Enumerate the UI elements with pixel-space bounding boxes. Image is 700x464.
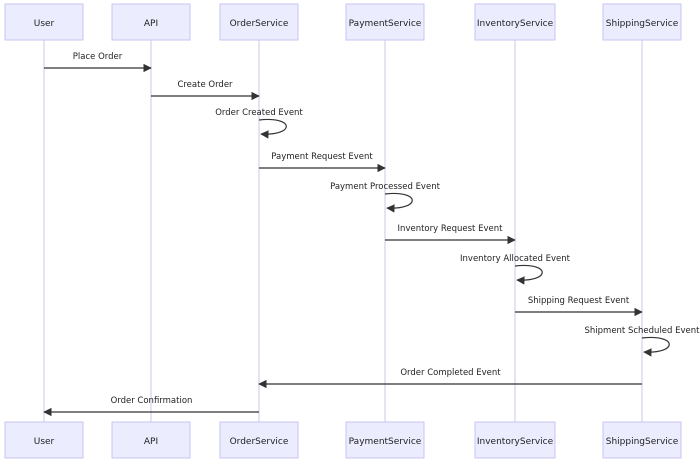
participant-inventory-bottom: InventoryService xyxy=(474,421,556,459)
participant-box xyxy=(602,421,682,459)
self-message-arrow xyxy=(384,192,413,213)
message-9: Shipment Scheduled Event xyxy=(585,326,700,357)
message-label: Order Created Event xyxy=(215,108,303,118)
message-3: Order Created Event xyxy=(215,108,303,139)
message-4: Payment Request Event xyxy=(259,152,386,173)
participant-box xyxy=(111,3,191,41)
message-11: Order Confirmation xyxy=(43,396,259,417)
participant-shipping-top: ShippingService xyxy=(602,3,682,41)
participant-box xyxy=(345,421,425,459)
participants-bottom: User API OrderService PaymentService Invento… xyxy=(4,421,682,459)
participant-box xyxy=(345,3,425,41)
participant-label: InventoryService xyxy=(477,19,554,29)
lifelines xyxy=(43,40,643,422)
participant-label: InventoryService xyxy=(477,437,554,447)
participant-shipping-bottom: ShippingService xyxy=(602,421,682,459)
participant-box xyxy=(219,421,299,459)
participant-label: OrderService xyxy=(230,437,289,447)
participant-box xyxy=(602,3,682,41)
message-label: Payment Processed Event xyxy=(330,182,441,192)
participant-api-bottom: API xyxy=(111,421,191,459)
message-label: Inventory Request Event xyxy=(398,224,504,234)
participant-label: API xyxy=(144,19,158,29)
message-label: Order Completed Event xyxy=(400,368,501,378)
participant-box xyxy=(4,421,84,459)
participant-box xyxy=(4,3,84,41)
message-label: Inventory Allocated Event xyxy=(460,254,571,264)
self-message-arrow xyxy=(514,264,543,285)
participant-label: User xyxy=(34,19,55,29)
message-5: Payment Processed Event xyxy=(330,182,441,213)
participant-inventory-top: InventoryService xyxy=(474,3,556,41)
message-label: Shipping Request Event xyxy=(528,296,630,306)
participant-box xyxy=(219,3,299,41)
message-label: Place Order xyxy=(73,52,123,62)
participant-box xyxy=(111,421,191,459)
participant-box xyxy=(474,421,556,459)
self-message-arrow xyxy=(641,336,670,357)
participant-order-bottom: OrderService xyxy=(219,421,299,459)
message-10: Order Completed Event xyxy=(258,368,642,389)
message-7: Inventory Allocated Event xyxy=(460,254,571,285)
message-2: Create Order xyxy=(151,80,260,101)
participant-label: PaymentService xyxy=(349,437,422,447)
participant-order-top: OrderService xyxy=(219,3,299,41)
self-message-arrow xyxy=(258,118,287,139)
participant-user-top: User xyxy=(4,3,84,41)
participant-label: OrderService xyxy=(230,19,289,29)
participant-label: User xyxy=(34,437,55,447)
participant-payment-top: PaymentService xyxy=(345,3,425,41)
message-1: Place Order xyxy=(44,52,152,73)
message-label: Payment Request Event xyxy=(271,152,373,162)
message-label: Order Confirmation xyxy=(111,396,193,406)
message-8: Shipping Request Event xyxy=(515,296,643,317)
participant-user-bottom: User xyxy=(4,421,84,459)
message-6: Inventory Request Event xyxy=(385,224,516,245)
participant-box xyxy=(474,3,556,41)
message-label: Shipment Scheduled Event xyxy=(585,326,700,336)
message-label: Create Order xyxy=(177,80,233,90)
participants-top: User API OrderService PaymentService Invento… xyxy=(4,3,682,41)
participant-label: PaymentService xyxy=(349,19,422,29)
participant-payment-bottom: PaymentService xyxy=(345,421,425,459)
participant-label: ShippingService xyxy=(606,437,679,447)
participant-label: ShippingService xyxy=(606,19,679,29)
participant-label: API xyxy=(144,437,158,447)
participant-api-top: API xyxy=(111,3,191,41)
